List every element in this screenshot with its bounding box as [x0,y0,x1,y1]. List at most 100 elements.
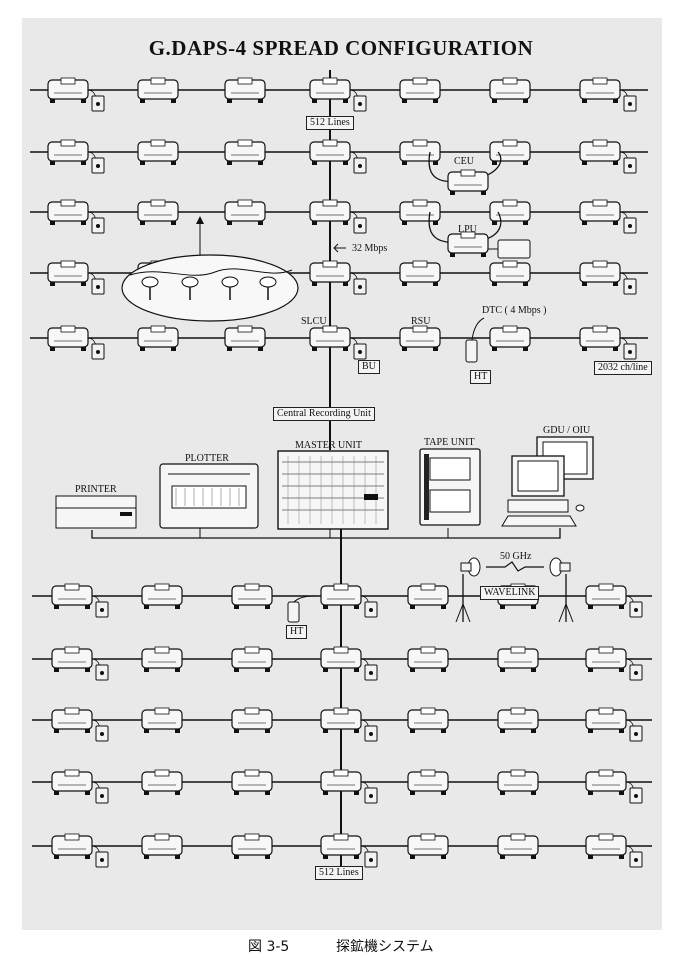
field-unit [497,646,539,672]
field-unit [231,833,273,859]
field-unit [407,769,449,795]
field-unit [51,833,109,868]
keyboard-icon [501,515,577,527]
field-unit [231,769,273,795]
field-unit [489,139,531,165]
field-unit [497,833,539,859]
field-unit [489,260,531,286]
label-512-lines-bottom: 512 Lines [315,866,363,880]
geophone-ellipse [121,254,299,322]
label-printer: PRINTER [75,484,117,495]
field-unit [320,769,378,804]
field-unit [399,199,441,225]
geophone-icon [221,276,239,288]
geophone-icon [259,276,277,288]
label-ht-bottom: HT [286,625,308,639]
field-unit [47,139,105,174]
label-dtc: DTC ( 4 Mbps ) [482,305,547,316]
field-unit [137,139,179,165]
field-unit [141,583,183,609]
field-unit [407,707,449,733]
field-unit [407,833,449,859]
field-unit [585,646,643,681]
field-unit [320,833,378,868]
field-unit [231,646,273,672]
field-unit [320,707,378,742]
field-unit [231,583,273,609]
label-50-ghz: 50 GHz [500,551,532,562]
field-unit [497,769,539,795]
field-unit [309,199,367,234]
field-unit [47,325,105,360]
geophone-icon [141,276,159,288]
label-lpu: LPU [458,224,477,235]
field-unit [579,325,637,360]
recording-bus [91,528,561,539]
label-slcu: SLCU [301,316,327,327]
wavelink-beam [486,561,544,572]
field-unit [579,139,637,174]
field-unit [399,260,441,286]
field-unit [141,833,183,859]
field-unit [47,199,105,234]
field-unit [309,139,367,174]
label-512-lines-top: 512 Lines [306,116,354,130]
field-unit [447,231,489,257]
field-unit [309,77,367,112]
field-unit [489,77,531,103]
field-unit [224,139,266,165]
field-unit [579,77,637,112]
diagram-title: G.DAPS-4 SPREAD CONFIGURATION [148,36,534,60]
label-wavelink: WAVELINK [480,586,540,600]
label-tape-unit: TAPE UNIT [424,437,475,448]
field-unit [309,325,367,360]
field-unit [137,77,179,103]
field-unit [407,646,449,672]
field-unit [224,199,266,225]
label-rsu: RSU [411,316,431,327]
field-unit [579,199,637,234]
master-unit-icon [277,450,389,530]
field-unit [585,583,643,618]
field-unit [579,260,637,295]
ht-device-bottom [287,601,300,623]
label-bu: BU [358,360,380,374]
field-unit [399,139,441,165]
field-unit [47,77,105,112]
geophone-cable [129,268,293,276]
field-unit [224,77,266,103]
field-unit [47,260,105,295]
caption-text: 探鉱機システム [336,939,434,955]
field-unit [399,325,441,351]
field-unit [51,583,109,618]
field-unit [585,707,643,742]
field-unit [309,260,367,295]
field-unit [231,707,273,733]
lpu-terminal [497,239,531,259]
ht-device-top [465,339,478,363]
field-unit [320,583,378,618]
rate-arrow [333,243,346,253]
field-unit [320,646,378,681]
field-unit [224,325,266,351]
field-unit [489,325,531,351]
field-unit [497,707,539,733]
field-unit [141,646,183,672]
field-unit [489,199,531,225]
label-master-unit: MASTER UNIT [295,440,362,451]
workstation-cpu [507,499,569,513]
field-unit [51,769,109,804]
field-unit [137,325,179,351]
field-unit [51,707,109,742]
field-unit [137,199,179,225]
central-recording-unit-label: Central Recording Unit [273,407,375,421]
field-unit [585,769,643,804]
field-unit [407,583,449,609]
label-ceu: CEU [454,156,474,167]
field-unit [51,646,109,681]
label-32-mbps: 32 Mbps [352,243,388,254]
field-unit [585,833,643,868]
field-unit [399,77,441,103]
label-2032-ch-line: 2032 ch/line [594,361,652,375]
